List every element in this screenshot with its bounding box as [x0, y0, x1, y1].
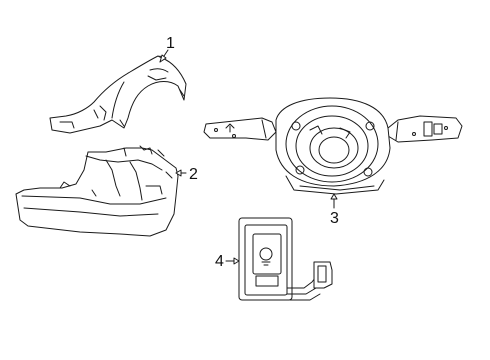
callout-4: 4	[215, 253, 240, 270]
steering-switch-module	[238, 217, 333, 301]
callout-1-number: 1	[166, 35, 175, 52]
callout-2: 2	[175, 166, 198, 183]
callout-2-number: 2	[189, 166, 198, 183]
lower-column-cover	[15, 145, 179, 237]
callout-4-number: 4	[215, 253, 224, 270]
callout-3: 3	[330, 193, 339, 227]
callout-1: 1	[159, 35, 175, 63]
upper-column-cover	[49, 55, 187, 134]
callout-3-number: 3	[330, 210, 339, 227]
combination-switch-clockspring	[203, 97, 463, 195]
